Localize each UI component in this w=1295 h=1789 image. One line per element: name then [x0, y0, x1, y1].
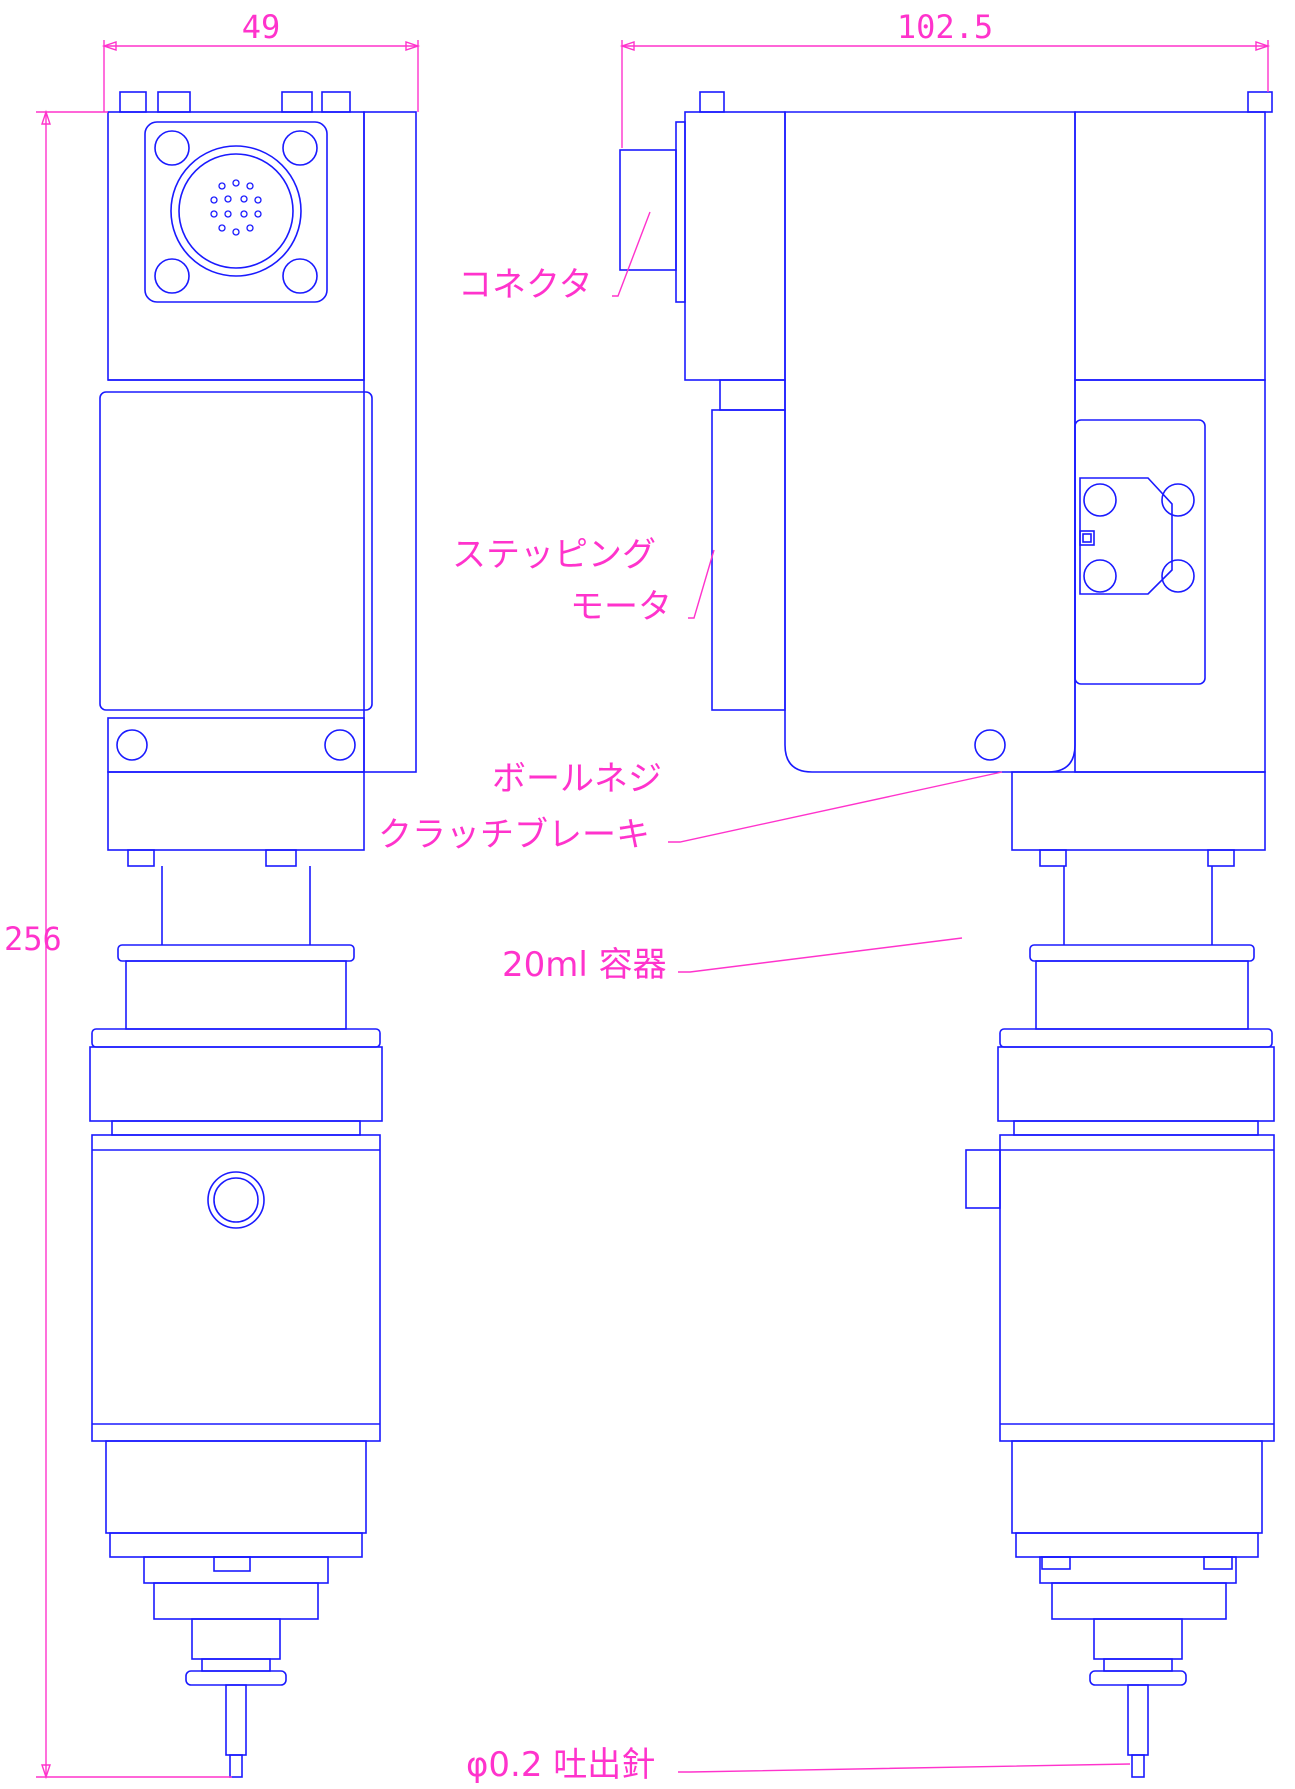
- side-stepping-motor: [711, 409, 786, 711]
- front-container: [91, 1134, 381, 1442]
- dimension-width-front: 49: [101, 8, 421, 112]
- front-motor-body: [99, 391, 373, 711]
- side-connector-housing: [684, 111, 786, 381]
- callout-container-label: 20ml 容器: [502, 945, 667, 985]
- side-container: [999, 1134, 1275, 1442]
- dimension-height-label: 256: [4, 920, 62, 958]
- side-main-housing: [784, 111, 1076, 773]
- callout-nozzle: φ0.2 吐出針: [466, 1745, 1131, 1785]
- connector-pins: [210, 179, 262, 236]
- connector-flange: [144, 121, 328, 303]
- callout-stepping-motor: ステッピング モータ: [452, 535, 715, 627]
- callout-container: 20ml 容器: [502, 937, 963, 985]
- front-nozzle: [225, 1684, 247, 1756]
- dimension-height: 256: [4, 109, 232, 1780]
- callout-connector: コネクタ: [458, 211, 651, 305]
- callout-ball-screw-label: ボールネジ: [492, 759, 662, 799]
- callout-stepping-motor-label-1: ステッピング: [452, 535, 656, 575]
- callout-ball-screw-clutch: ボールネジ クラッチブレーキ: [378, 759, 1003, 855]
- callout-connector-label: コネクタ: [458, 265, 593, 305]
- callout-nozzle-label: φ0.2 吐出針: [466, 1745, 655, 1785]
- side-clutch-brake: [1074, 379, 1266, 773]
- side-view: [619, 91, 1275, 1778]
- side-connector: [619, 149, 677, 271]
- callout-clutch-brake-label: クラッチブレーキ: [378, 815, 650, 855]
- front-view: [89, 91, 417, 1778]
- dimension-width-side: 102.5: [619, 8, 1271, 148]
- callout-stepping-motor-label-2: モータ: [570, 587, 672, 627]
- front-connector-housing: [107, 111, 365, 381]
- dimension-front-width-label: 49: [242, 8, 281, 46]
- dimension-side-width-label: 102.5: [897, 8, 993, 46]
- front-side-plate: [363, 111, 417, 773]
- side-nozzle: [1127, 1684, 1149, 1756]
- side-container-port: [965, 1149, 1001, 1209]
